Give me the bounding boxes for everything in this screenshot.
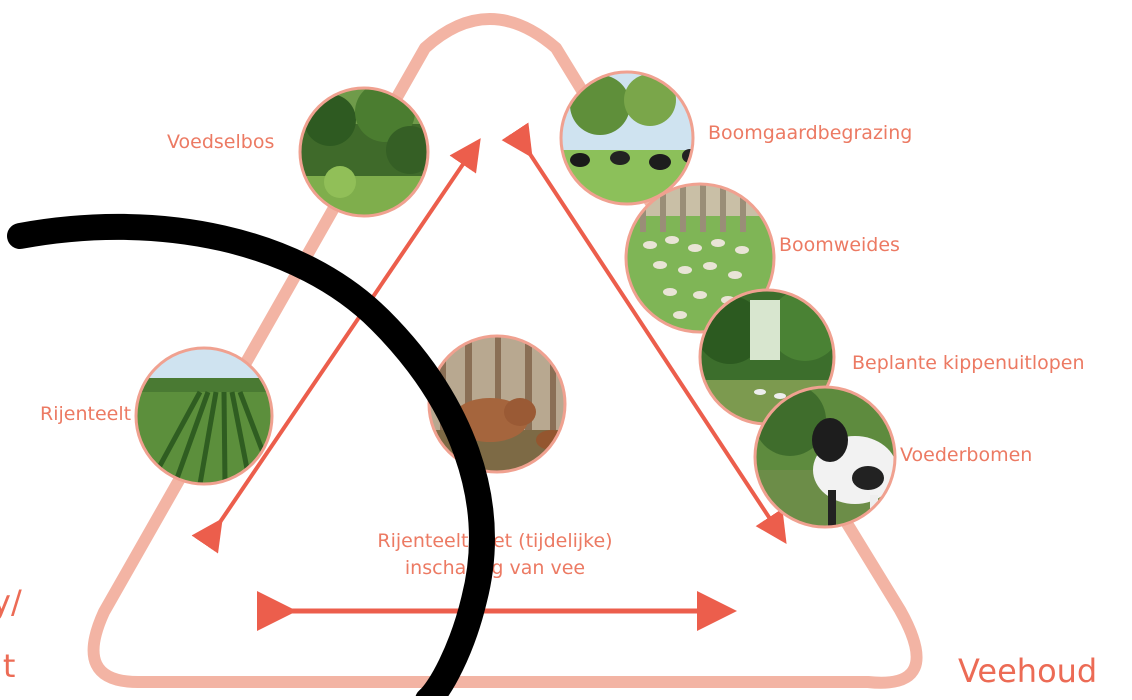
corner-label-left-line1: y/	[0, 583, 22, 621]
rijenteelt-photo	[134, 346, 274, 486]
label-boomweides: Boomweides	[779, 234, 900, 256]
voederbomen-photo	[753, 385, 897, 529]
rijenteelt-vee-photo	[427, 334, 567, 474]
label-voedselbos: Voedselbos	[167, 131, 275, 153]
center-label-line2: inscharing van vee	[404, 557, 586, 579]
corner-label-right: Veehoud	[958, 652, 1098, 690]
arrow-right-diagonal	[501, 122, 787, 545]
label-rijenteelt: Rijenteelt	[40, 403, 132, 425]
corner-label-left-line2: lt	[0, 647, 16, 685]
label-boomgaardbegrazing: Boomgaardbegrazing	[708, 122, 913, 144]
voedselbos-photo	[298, 86, 430, 218]
label-voederbomen: Voederbomen	[900, 444, 1033, 466]
label-beplante-kippenuitlopen: Beplante kippenuitlopen	[852, 352, 1085, 374]
center-label-line1: Rijenteelt met (tijdelijke)	[377, 530, 613, 552]
label-rijenteelt-met-inscharing: Rijenteelt met (tijdelijke) inscharing v…	[340, 528, 650, 582]
